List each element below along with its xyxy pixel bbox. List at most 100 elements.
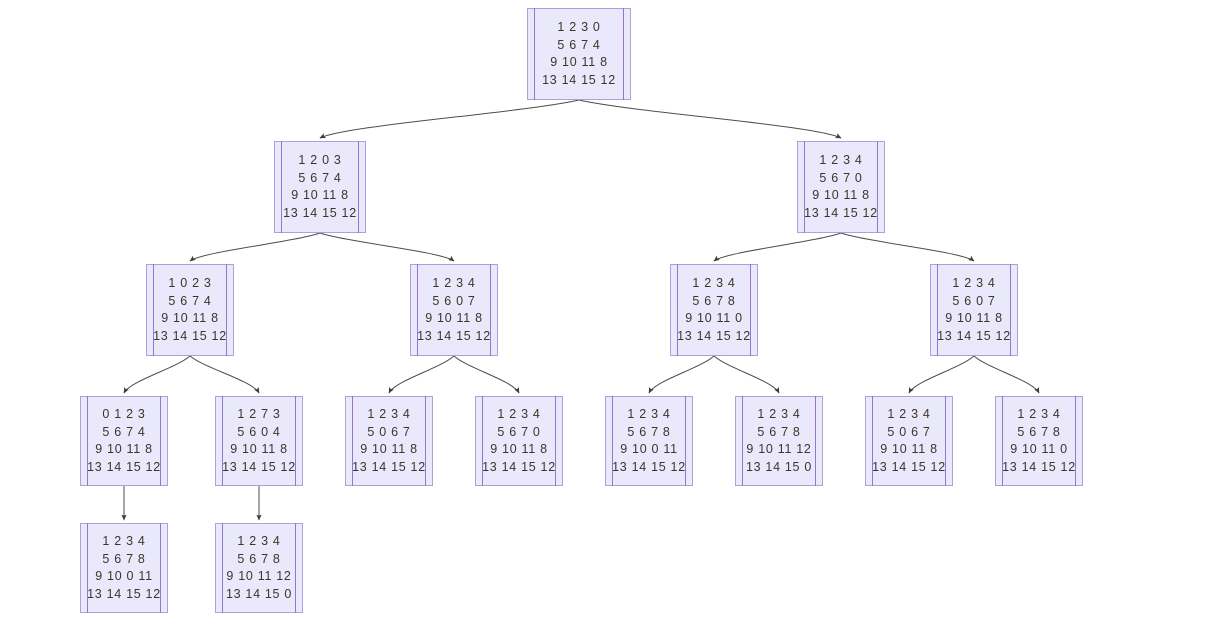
puzzle-grid: 1 2 3 4 5 6 7 8 9 10 0 11 13 14 15 12 bbox=[612, 406, 686, 476]
puzzle-row: 9 10 0 11 bbox=[95, 569, 153, 583]
puzzle-row: 9 10 0 11 bbox=[620, 442, 678, 456]
tree-edge bbox=[578, 99, 842, 139]
puzzle-row: 13 14 15 12 bbox=[1002, 459, 1076, 474]
puzzle-row: 13 14 15 0 bbox=[745, 459, 813, 474]
tree-node[interactable]: 1 2 3 4 5 6 7 8 9 10 0 11 13 14 15 12 bbox=[80, 523, 168, 613]
puzzle-row: 9 10 11 8 bbox=[945, 311, 1003, 325]
tree-node[interactable]: 1 2 3 4 5 0 6 7 9 10 11 8 13 14 15 12 bbox=[865, 396, 953, 486]
puzzle-row: 5 6 0 7 bbox=[952, 293, 996, 308]
tree-edge bbox=[388, 355, 455, 394]
puzzle-row: 9 10 11 8 bbox=[95, 442, 153, 456]
tree-edge bbox=[648, 355, 715, 394]
puzzle-row: 13 14 15 0 bbox=[225, 586, 293, 601]
puzzle-row: 9 10 11 8 bbox=[425, 311, 483, 325]
tree-node[interactable]: 1 2 3 4 5 6 7 0 9 10 11 8 13 14 15 12 bbox=[475, 396, 563, 486]
tree-edge bbox=[713, 355, 780, 394]
tree-edge bbox=[189, 232, 321, 262]
puzzle-row: 5 6 7 8 bbox=[237, 551, 281, 566]
puzzle-row: 9 10 11 12 bbox=[226, 569, 292, 583]
puzzle-row: 13 14 15 12 bbox=[677, 328, 751, 343]
puzzle-row: 13 14 15 12 bbox=[87, 586, 161, 601]
tree-node[interactable]: 1 2 3 4 5 6 7 8 9 10 11 12 13 14 15 0 bbox=[215, 523, 303, 613]
puzzle-row: 9 10 11 0 bbox=[685, 311, 743, 325]
puzzle-grid: 1 2 3 4 5 6 7 8 9 10 11 12 13 14 15 0 bbox=[226, 533, 292, 603]
puzzle-grid: 1 2 3 4 5 0 6 7 9 10 11 8 13 14 15 12 bbox=[872, 406, 946, 476]
tree-edge bbox=[189, 355, 260, 394]
puzzle-row: 1 2 7 3 bbox=[237, 407, 281, 421]
puzzle-row: 13 14 15 12 bbox=[482, 459, 556, 474]
puzzle-row: 5 6 7 0 bbox=[497, 424, 541, 439]
puzzle-row: 1 2 3 4 bbox=[757, 407, 801, 421]
puzzle-row: 9 10 11 8 bbox=[550, 55, 608, 69]
puzzle-row: 1 0 2 3 bbox=[168, 276, 212, 290]
puzzle-row: 9 10 11 8 bbox=[880, 442, 938, 456]
puzzle-row: 9 10 11 8 bbox=[230, 442, 288, 456]
puzzle-row: 1 2 3 4 bbox=[1017, 407, 1061, 421]
puzzle-row: 5 6 7 4 bbox=[557, 37, 601, 52]
tree-edge bbox=[319, 99, 580, 139]
tree-node[interactable]: 1 2 7 3 5 6 0 4 9 10 11 8 13 14 15 12 bbox=[215, 396, 303, 486]
puzzle-row: 1 2 3 4 bbox=[887, 407, 931, 421]
puzzle-grid: 1 2 3 4 5 6 7 8 9 10 0 11 13 14 15 12 bbox=[87, 533, 161, 603]
tree-edge bbox=[453, 355, 520, 394]
puzzle-row: 13 14 15 12 bbox=[872, 459, 946, 474]
tree-node[interactable]: 1 2 3 4 5 6 7 8 9 10 0 11 13 14 15 12 bbox=[605, 396, 693, 486]
puzzle-row: 5 6 7 4 bbox=[102, 424, 146, 439]
puzzle-row: 13 14 15 12 bbox=[87, 459, 161, 474]
puzzle-grid: 1 2 3 4 5 6 7 0 9 10 11 8 13 14 15 12 bbox=[482, 406, 556, 476]
tree-edge bbox=[123, 355, 191, 394]
tree-edge bbox=[908, 355, 975, 394]
puzzle-row: 5 6 7 8 bbox=[627, 424, 671, 439]
puzzle-row: 1 2 3 4 bbox=[102, 534, 146, 548]
puzzle-grid: 1 2 0 3 5 6 7 4 9 10 11 8 13 14 15 12 bbox=[283, 152, 357, 222]
puzzle-row: 9 10 11 8 bbox=[490, 442, 548, 456]
puzzle-row: 1 2 3 4 bbox=[627, 407, 671, 421]
puzzle-row: 1 2 3 4 bbox=[497, 407, 541, 421]
puzzle-row: 13 14 15 12 bbox=[153, 328, 227, 343]
puzzle-row: 13 14 15 12 bbox=[222, 459, 296, 474]
puzzle-row: 1 2 3 4 bbox=[367, 407, 411, 421]
tree-edge bbox=[319, 232, 455, 262]
tree-edge bbox=[840, 232, 975, 262]
puzzle-row: 13 14 15 12 bbox=[542, 72, 616, 87]
puzzle-row: 1 2 3 4 bbox=[819, 153, 863, 167]
puzzle-row: 5 6 7 8 bbox=[102, 551, 146, 566]
puzzle-row: 9 10 11 12 bbox=[746, 442, 812, 456]
puzzle-row: 5 6 0 4 bbox=[237, 424, 281, 439]
puzzle-row: 1 2 0 3 bbox=[298, 153, 342, 167]
tree-edge bbox=[713, 232, 842, 262]
puzzle-row: 5 0 6 7 bbox=[887, 424, 931, 439]
puzzle-row: 13 14 15 12 bbox=[612, 459, 686, 474]
puzzle-row: 13 14 15 12 bbox=[283, 205, 357, 220]
puzzle-row: 13 14 15 12 bbox=[417, 328, 491, 343]
tree-node[interactable]: 1 2 0 3 5 6 7 4 9 10 11 8 13 14 15 12 bbox=[274, 141, 366, 233]
tree-edge bbox=[973, 355, 1040, 394]
puzzle-grid: 1 2 7 3 5 6 0 4 9 10 11 8 13 14 15 12 bbox=[222, 406, 296, 476]
puzzle-row: 9 10 11 8 bbox=[291, 188, 349, 202]
puzzle-row: 13 14 15 12 bbox=[352, 459, 426, 474]
puzzle-row: 5 6 7 4 bbox=[168, 293, 212, 308]
puzzle-row: 5 6 7 4 bbox=[298, 170, 342, 185]
puzzle-row: 1 2 3 4 bbox=[432, 276, 476, 290]
puzzle-row: 9 10 11 0 bbox=[1010, 442, 1068, 456]
puzzle-row: 1 2 3 4 bbox=[237, 534, 281, 548]
